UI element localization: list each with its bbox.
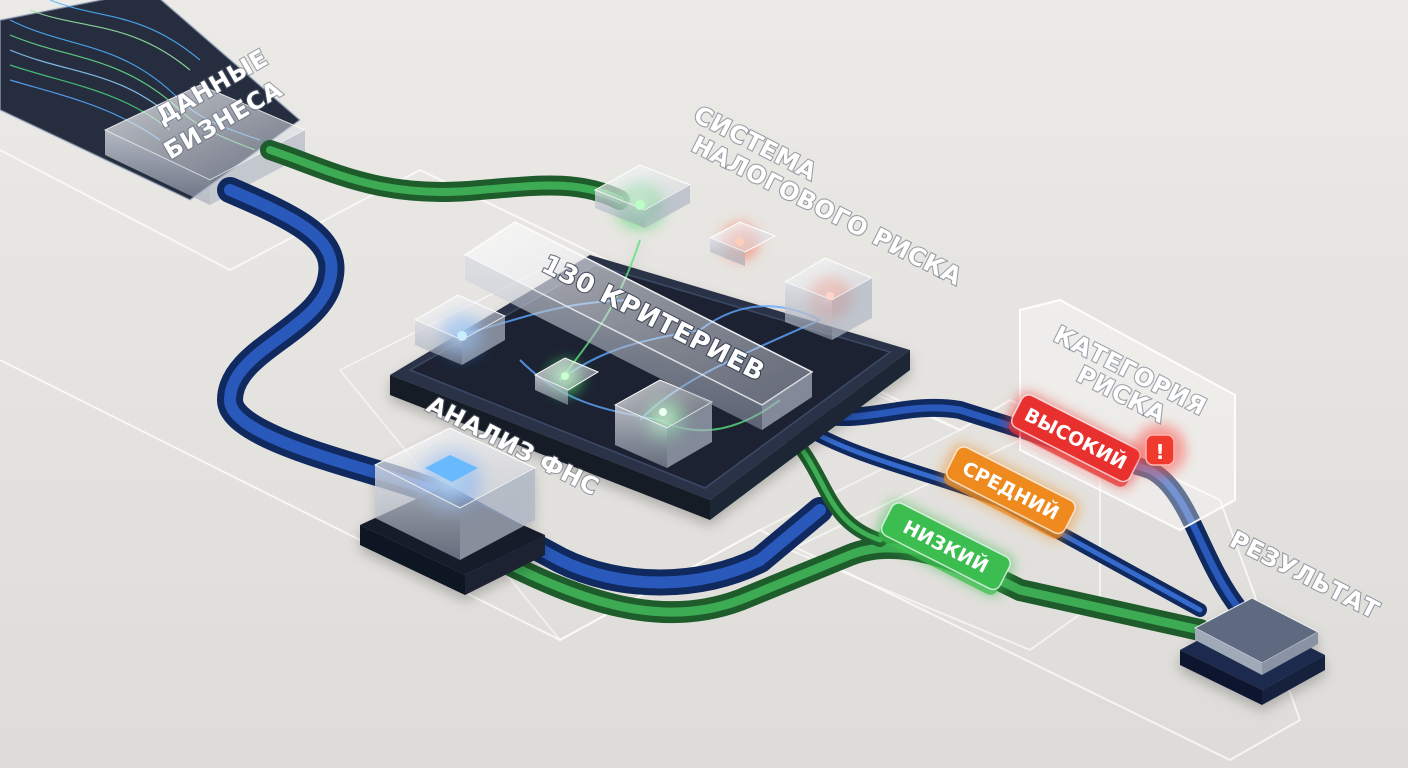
result-cube xyxy=(1180,597,1325,705)
fns-analysis-cube xyxy=(360,427,545,595)
risk-pill-face xyxy=(880,502,1011,591)
node-blue-left xyxy=(413,294,507,365)
risk-pill-face xyxy=(1010,394,1141,483)
alert-mark: ! xyxy=(1155,440,1164,464)
risk-category-panel xyxy=(1019,298,1236,532)
node-red-stack xyxy=(783,257,874,340)
criteria-glass-bar xyxy=(463,221,814,430)
risk-pill-face xyxy=(945,446,1076,535)
analysis-nodes xyxy=(413,164,874,468)
node-green-top xyxy=(593,164,692,235)
alert-badge: ! xyxy=(1134,424,1186,476)
node-red-small xyxy=(708,220,777,266)
node-green-center xyxy=(533,356,600,405)
